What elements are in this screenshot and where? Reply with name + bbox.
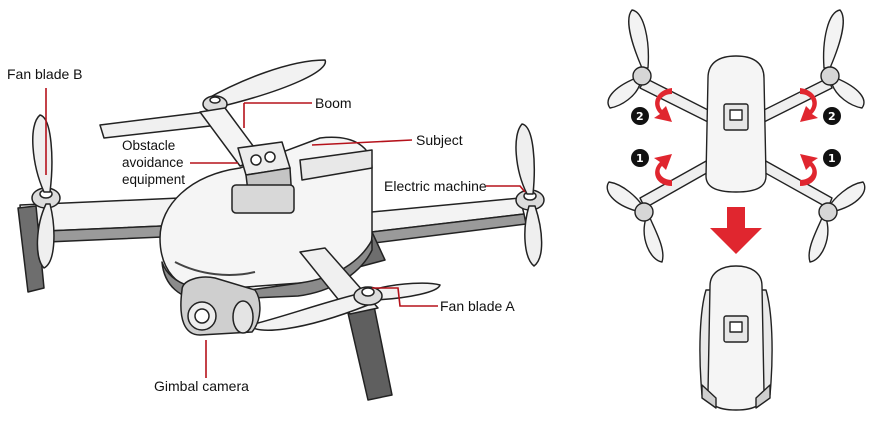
top-propeller-front-right	[820, 9, 865, 109]
down-arrow	[710, 207, 762, 254]
top-propeller-front-left	[607, 9, 652, 109]
fan-blade-b-upper	[32, 114, 53, 193]
left-landing-leg	[17, 205, 45, 293]
step-badge-1-left: 1	[636, 152, 644, 165]
step-badges: 2 2 1 1	[631, 107, 841, 167]
top-view-unfolded-drone	[606, 9, 866, 263]
arrow-step2-right	[800, 88, 818, 122]
label-gimbal-camera: Gimbal camera	[154, 378, 249, 394]
label-electric-machine: Electric machine	[384, 178, 487, 194]
label-obstacle-line3: equipment	[122, 172, 185, 187]
label-fan-blade-a: Fan blade A	[440, 298, 515, 314]
callout-labels: Fan blade B Boom Subject Obstacle avoida…	[7, 66, 515, 394]
rear-blade	[204, 59, 327, 109]
arrow-step2-left	[654, 88, 672, 122]
leader-lines	[45, 88, 526, 378]
arrow-step1-right	[800, 154, 818, 186]
drone-perspective-illustration	[17, 59, 545, 401]
arrow-step1-left	[654, 154, 672, 186]
label-obstacle-line2: avoidance	[122, 155, 184, 170]
top-propeller-rear-right	[808, 181, 866, 263]
top-view-folded-drone	[699, 265, 773, 411]
fold-arrows	[654, 88, 818, 186]
top-propeller-rear-left	[606, 181, 664, 263]
step-badge-2-right: 2	[828, 110, 836, 123]
label-fan-blade-b: Fan blade B	[7, 66, 83, 82]
label-subject: Subject	[416, 132, 463, 148]
label-obstacle-line1: Obstacle	[122, 138, 175, 153]
fan-blade-b-lower	[36, 203, 55, 269]
gimbal-camera	[180, 276, 261, 336]
step-badge-2-left: 2	[636, 110, 644, 123]
label-boom: Boom	[315, 95, 352, 111]
step-badge-1-right: 1	[828, 152, 836, 165]
